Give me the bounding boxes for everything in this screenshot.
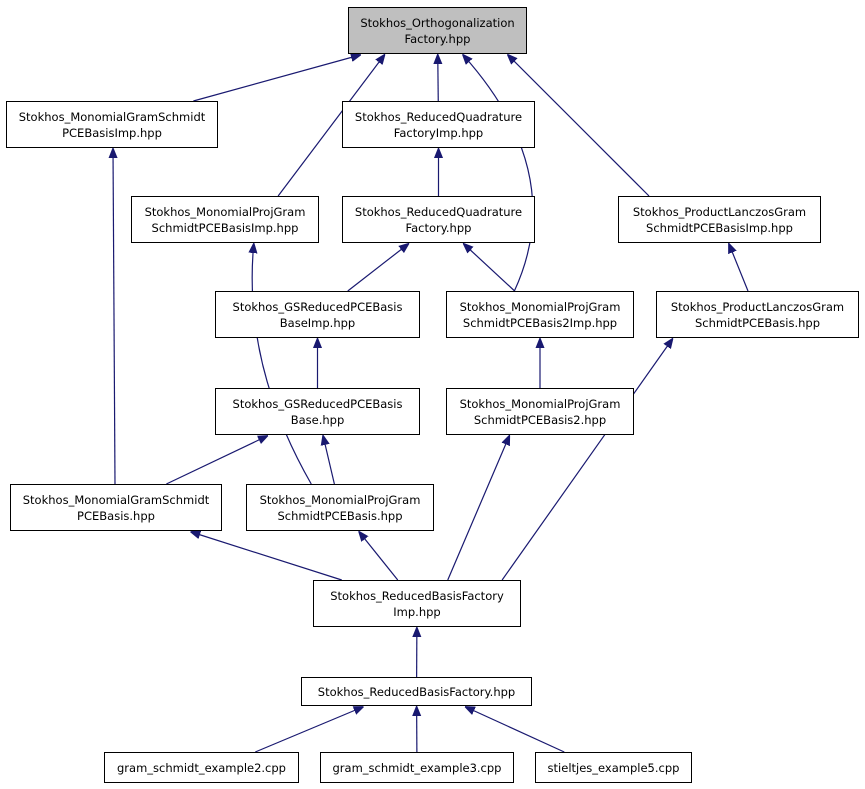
node-monomial-gram-schmidt-pce-basis[interactable]: Stokhos_MonomialGramSchmidt PCEBasis.hpp: [10, 484, 222, 531]
node-label-line2: Base.hpp: [290, 412, 345, 427]
node-label-line2: SchmidtPCEBasis.hpp: [277, 508, 403, 523]
node-label-line1: Stokhos_Orthogonalization: [360, 15, 515, 30]
edge-mpg2_imp-to-ortho: [463, 55, 534, 292]
edge-rbf_imp-to-plg: [501, 339, 672, 581]
edge-gsr_imp-to-rqf: [347, 244, 409, 292]
node-label-line1: Stokhos_MonomialProjGram: [259, 492, 421, 507]
node-monomial-gram-schmidt-pce-basis-imp[interactable]: Stokhos_MonomialGramSchmidt PCEBasisImp.…: [6, 101, 218, 148]
edge-mgs-to-mgs_imp: [113, 149, 115, 485]
node-label-line2: PCEBasis.hpp: [77, 508, 155, 523]
node-label-line2: FactoryImp.hpp: [393, 125, 484, 140]
node-label-line2: SchmidtPCEBasis2.hpp: [473, 412, 607, 427]
edge-gs2-to-rbf: [255, 707, 363, 753]
edge-plg-to-plg_imp: [729, 244, 749, 292]
node-label-line2: BaseImp.hpp: [279, 315, 356, 330]
edge-rbf_imp-to-mpg2: [447, 436, 510, 581]
edge-rbf_imp-to-mpg: [359, 532, 399, 581]
node-gram-schmidt-example2[interactable]: gram_schmidt_example2.cpp: [104, 752, 299, 783]
node-label-line1: Stokhos_ProductLanczosGram: [632, 204, 807, 219]
node-gram-schmidt-example3[interactable]: gram_schmidt_example3.cpp: [320, 752, 514, 783]
node-label-line1: Stokhos_MonomialGramSchmidt: [22, 492, 210, 507]
node-label-line2: Imp.hpp: [393, 604, 441, 619]
node-label-line1: Stokhos_ReducedQuadrature: [354, 204, 523, 219]
node-reduced-basis-factory-imp[interactable]: Stokhos_ReducedBasisFactory Imp.hpp: [313, 580, 521, 627]
node-label-line1: stieltjes_example5.cpp: [547, 760, 680, 775]
node-monomial-proj-gram-schmidt-pce-basis2-imp[interactable]: Stokhos_MonomialProjGram SchmidtPCEBasis…: [446, 291, 634, 338]
edge-mgs_imp-to-ortho: [193, 55, 360, 102]
node-label-line1: Stokhos_ReducedBasisFactory: [330, 588, 504, 603]
edge-plg_imp-to-ortho: [508, 55, 650, 197]
node-label-line1: Stokhos_ReducedQuadrature: [354, 109, 523, 124]
node-monomial-proj-gram-schmidt-pce-basis[interactable]: Stokhos_MonomialProjGram SchmidtPCEBasis…: [246, 484, 434, 531]
edge-rbf_imp-to-mgs: [191, 532, 342, 581]
node-label-line2: Factory.hpp: [405, 220, 472, 235]
node-label-line2: SchmidtPCEBasisImp.hpp: [151, 220, 299, 235]
edge-mgs-to-gsr: [166, 436, 267, 485]
node-reduced-basis-factory[interactable]: Stokhos_ReducedBasisFactory.hpp: [301, 677, 532, 706]
node-monomial-proj-gram-schmidt-pce-basis2[interactable]: Stokhos_MonomialProjGram SchmidtPCEBasis…: [446, 388, 634, 435]
edge-mpg_imp-to-ortho: [277, 55, 384, 197]
node-label-line2: SchmidtPCEBasis.hpp: [694, 315, 820, 330]
node-label-line1: Stokhos_MonomialGramSchmidt: [18, 109, 206, 124]
node-label-line1: gram_schmidt_example2.cpp: [117, 760, 286, 775]
node-orthogonalization-factory: Stokhos_Orthogonalization Factory.hpp: [348, 7, 527, 54]
node-label-line1: Stokhos_GSReducedPCEBasis: [232, 299, 403, 314]
node-label-line1: Stokhos_GSReducedPCEBasis: [232, 396, 403, 411]
dependency-edges: [113, 55, 749, 753]
edge-mpg-to-gsr: [323, 436, 335, 485]
node-label-line1: gram_schmidt_example3.cpp: [332, 760, 502, 775]
edge-stj-to-rbf: [466, 707, 565, 753]
edge-mpg2_imp-to-rqf: [464, 244, 516, 292]
node-product-lanczos-gram-schmidt-pce-basis[interactable]: Stokhos_ProductLanczosGram SchmidtPCEBas…: [656, 291, 859, 338]
node-gs-reduced-pce-basis-base[interactable]: Stokhos_GSReducedPCEBasis Base.hpp: [215, 388, 420, 435]
node-label-line2: SchmidtPCEBasis2Imp.hpp: [462, 315, 618, 330]
node-label-line1: Stokhos_ReducedBasisFactory.hpp: [317, 684, 516, 699]
node-label-line1: Stokhos_MonomialProjGram: [459, 396, 621, 411]
node-label-line1: Stokhos_MonomialProjGram: [459, 299, 621, 314]
node-reduced-quadrature-factory-imp[interactable]: Stokhos_ReducedQuadrature FactoryImp.hpp: [342, 101, 535, 148]
node-monomial-proj-gram-schmidt-pce-basis-imp[interactable]: Stokhos_MonomialProjGram SchmidtPCEBasis…: [131, 196, 319, 243]
node-product-lanczos-gram-schmidt-pce-basis-imp[interactable]: Stokhos_ProductLanczosGram SchmidtPCEBas…: [618, 196, 821, 243]
node-label-line1: Stokhos_ProductLanczosGram: [670, 299, 845, 314]
node-gs-reduced-pce-basis-base-imp[interactable]: Stokhos_GSReducedPCEBasis BaseImp.hpp: [215, 291, 420, 338]
edge-rqf_imp-to-ortho: [438, 55, 439, 102]
node-label-line2: SchmidtPCEBasisImp.hpp: [646, 220, 793, 235]
node-stieltjes-example5[interactable]: stieltjes_example5.cpp: [535, 752, 692, 783]
edge-mpg-to-mpg_imp: [252, 244, 312, 485]
node-reduced-quadrature-factory[interactable]: Stokhos_ReducedQuadrature Factory.hpp: [342, 196, 535, 243]
node-label-line2: PCEBasisImp.hpp: [62, 125, 162, 140]
node-label-line2: Factory.hpp: [404, 31, 471, 46]
node-label-line1: Stokhos_MonomialProjGram: [144, 204, 306, 219]
